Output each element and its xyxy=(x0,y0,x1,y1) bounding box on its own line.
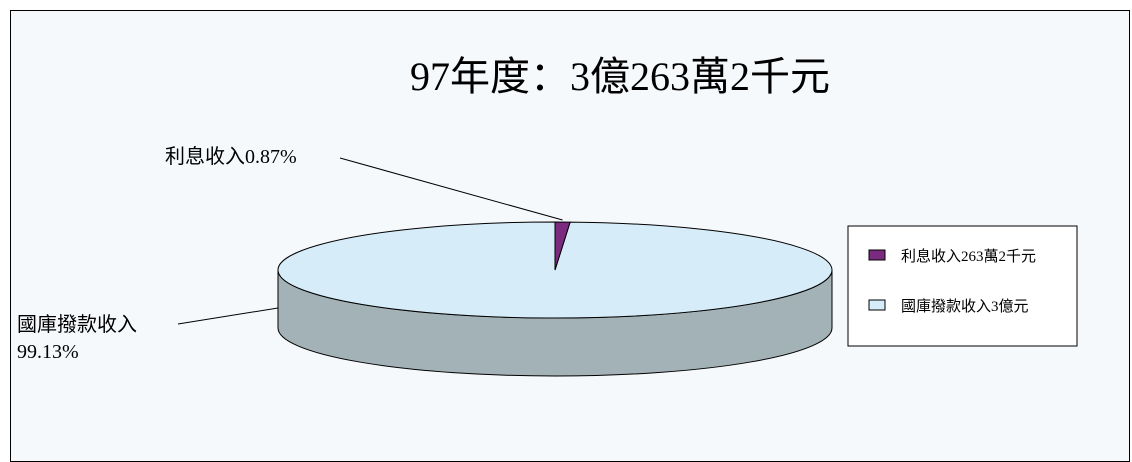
legend-swatch-interest xyxy=(868,249,886,261)
legend-label-treasury: 國庫撥款收入3億元 xyxy=(901,298,1029,315)
pie-group xyxy=(277,221,833,377)
legend-label-interest: 利息收入263萬2千元 xyxy=(901,248,1036,265)
slice-percent-treasury: 99.13% xyxy=(17,341,79,363)
legend-swatch-treasury xyxy=(868,299,886,311)
pie-slice-interest xyxy=(554,221,571,271)
slice-label-interest: 利息收入0.87% xyxy=(165,145,297,168)
leader-line-treasury xyxy=(177,307,279,325)
leader-line-interest xyxy=(339,157,563,221)
leader-lines xyxy=(177,157,563,325)
chart-title: 97年度：3億263萬2千元 xyxy=(410,54,830,99)
slice-label-treasury: 國庫撥款收入 xyxy=(17,313,137,336)
legend-box xyxy=(847,225,1078,347)
